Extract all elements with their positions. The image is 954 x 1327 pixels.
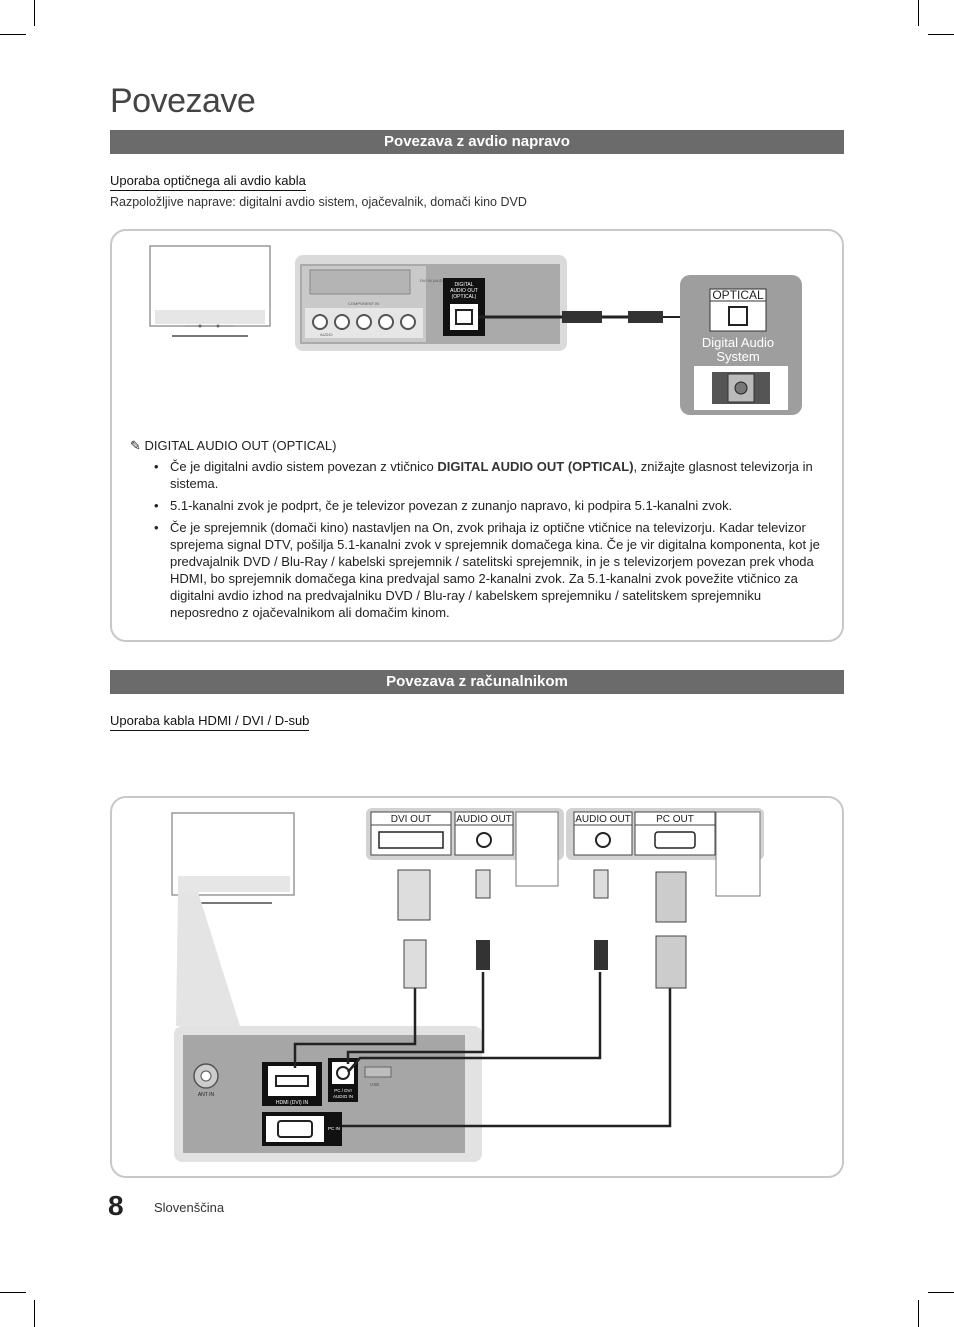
pc-connection-panel [110, 796, 844, 1178]
available-devices-text: Razpoložljive naprave: digitalni avdio s… [110, 195, 527, 209]
crop-mark [918, 0, 919, 26]
crop-mark [918, 1300, 919, 1327]
crop-mark [34, 1300, 35, 1327]
list-item: Če je sprejemnik (domači kino) nastavlje… [152, 519, 820, 621]
crop-mark [928, 34, 954, 35]
page-language: Slovenščina [154, 1200, 225, 1215]
list-item: Če je digitalni avdio sistem povezan z v… [152, 458, 820, 492]
crop-mark [0, 34, 26, 35]
crop-mark [34, 0, 35, 26]
page-title: Povezave [110, 82, 256, 120]
subheading-hdmi-dvi-dsub: Uporaba kabla HDMI / DVI / D-sub [110, 713, 310, 731]
note-heading: ✎ DIGITAL AUDIO OUT (OPTICAL) [130, 438, 336, 454]
note-list: Če je digitalni avdio sistem povezan z v… [152, 458, 820, 626]
subheading-optical-cable: Uporaba optičnega ali avdio kabla [110, 173, 306, 191]
pencil-note-icon: ✎ [130, 438, 141, 453]
crop-mark [928, 1292, 954, 1293]
note-heading-text: DIGITAL AUDIO OUT (OPTICAL) [144, 438, 337, 453]
page-number: 8 [108, 1190, 124, 1221]
section-bar-pc: Povezava z računalnikom [110, 670, 844, 694]
list-item: 5.1-kanalni zvok je podprt, če je televi… [152, 497, 820, 514]
section-bar-audio: Povezava z avdio napravo [110, 130, 844, 154]
crop-mark [0, 1292, 26, 1293]
